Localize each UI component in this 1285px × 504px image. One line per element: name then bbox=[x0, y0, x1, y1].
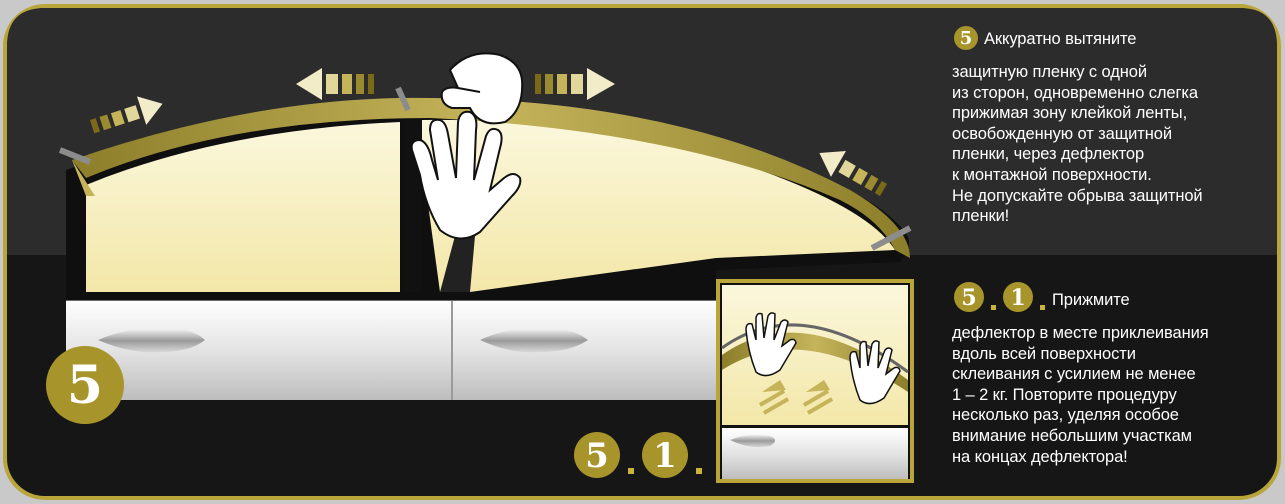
main-step-line: освобожденную от защитной bbox=[952, 124, 1203, 145]
sub-step-line: внимание небольшим участкам bbox=[952, 426, 1209, 447]
main-step-line: пленки, через дефлектор bbox=[952, 144, 1203, 165]
main-step-badge: 5 bbox=[46, 346, 124, 424]
inset-step-badge-minor: 1 bbox=[642, 432, 688, 478]
sub-step-line: вдоль всей поверхности bbox=[952, 344, 1209, 365]
sub-step-body: дефлектор в месте приклеивания вдоль все… bbox=[952, 323, 1209, 467]
main-step-line: защитную пленку с одной bbox=[952, 62, 1203, 83]
inset-step-separator-2 bbox=[696, 468, 702, 474]
sub-step-separator-2 bbox=[1040, 305, 1045, 310]
sub-step-heading: Прижмите bbox=[1052, 290, 1130, 311]
inset-step-badge-major: 5 bbox=[574, 432, 620, 478]
inset-detail-image bbox=[718, 281, 912, 481]
main-step-line: к монтажной поверхности. bbox=[952, 165, 1203, 186]
main-step-line: прижимая зону клейкой ленты, bbox=[952, 103, 1203, 124]
sub-step-line: склеивания с усилием не менее bbox=[952, 364, 1209, 385]
inset-step-separator-1 bbox=[628, 468, 634, 474]
sub-step-separator-1 bbox=[991, 305, 996, 310]
sub-step-badge-minor: 1 bbox=[1003, 282, 1033, 312]
main-step-line: пленки! bbox=[952, 206, 1203, 227]
main-step-heading: Аккуратно вытяните bbox=[984, 29, 1136, 50]
main-step-number-badge: 5 bbox=[954, 26, 978, 50]
sub-step-line: на концах дефлектора! bbox=[952, 447, 1209, 468]
sub-step-line: несколько раз, уделяя особое bbox=[952, 405, 1209, 426]
sub-step-line: 1 – 2 кг. Повторите процедуру bbox=[952, 385, 1209, 406]
main-step-line: Не допускайте обрыва защитной bbox=[952, 186, 1203, 207]
sub-step-badge-major: 5 bbox=[954, 282, 984, 312]
main-step-body: защитную пленку с одной из сторон, однов… bbox=[952, 62, 1203, 227]
main-step-line: из сторон, одновременно слегка bbox=[952, 83, 1203, 104]
sub-step-line: дефлектор в месте приклеивания bbox=[952, 323, 1209, 344]
